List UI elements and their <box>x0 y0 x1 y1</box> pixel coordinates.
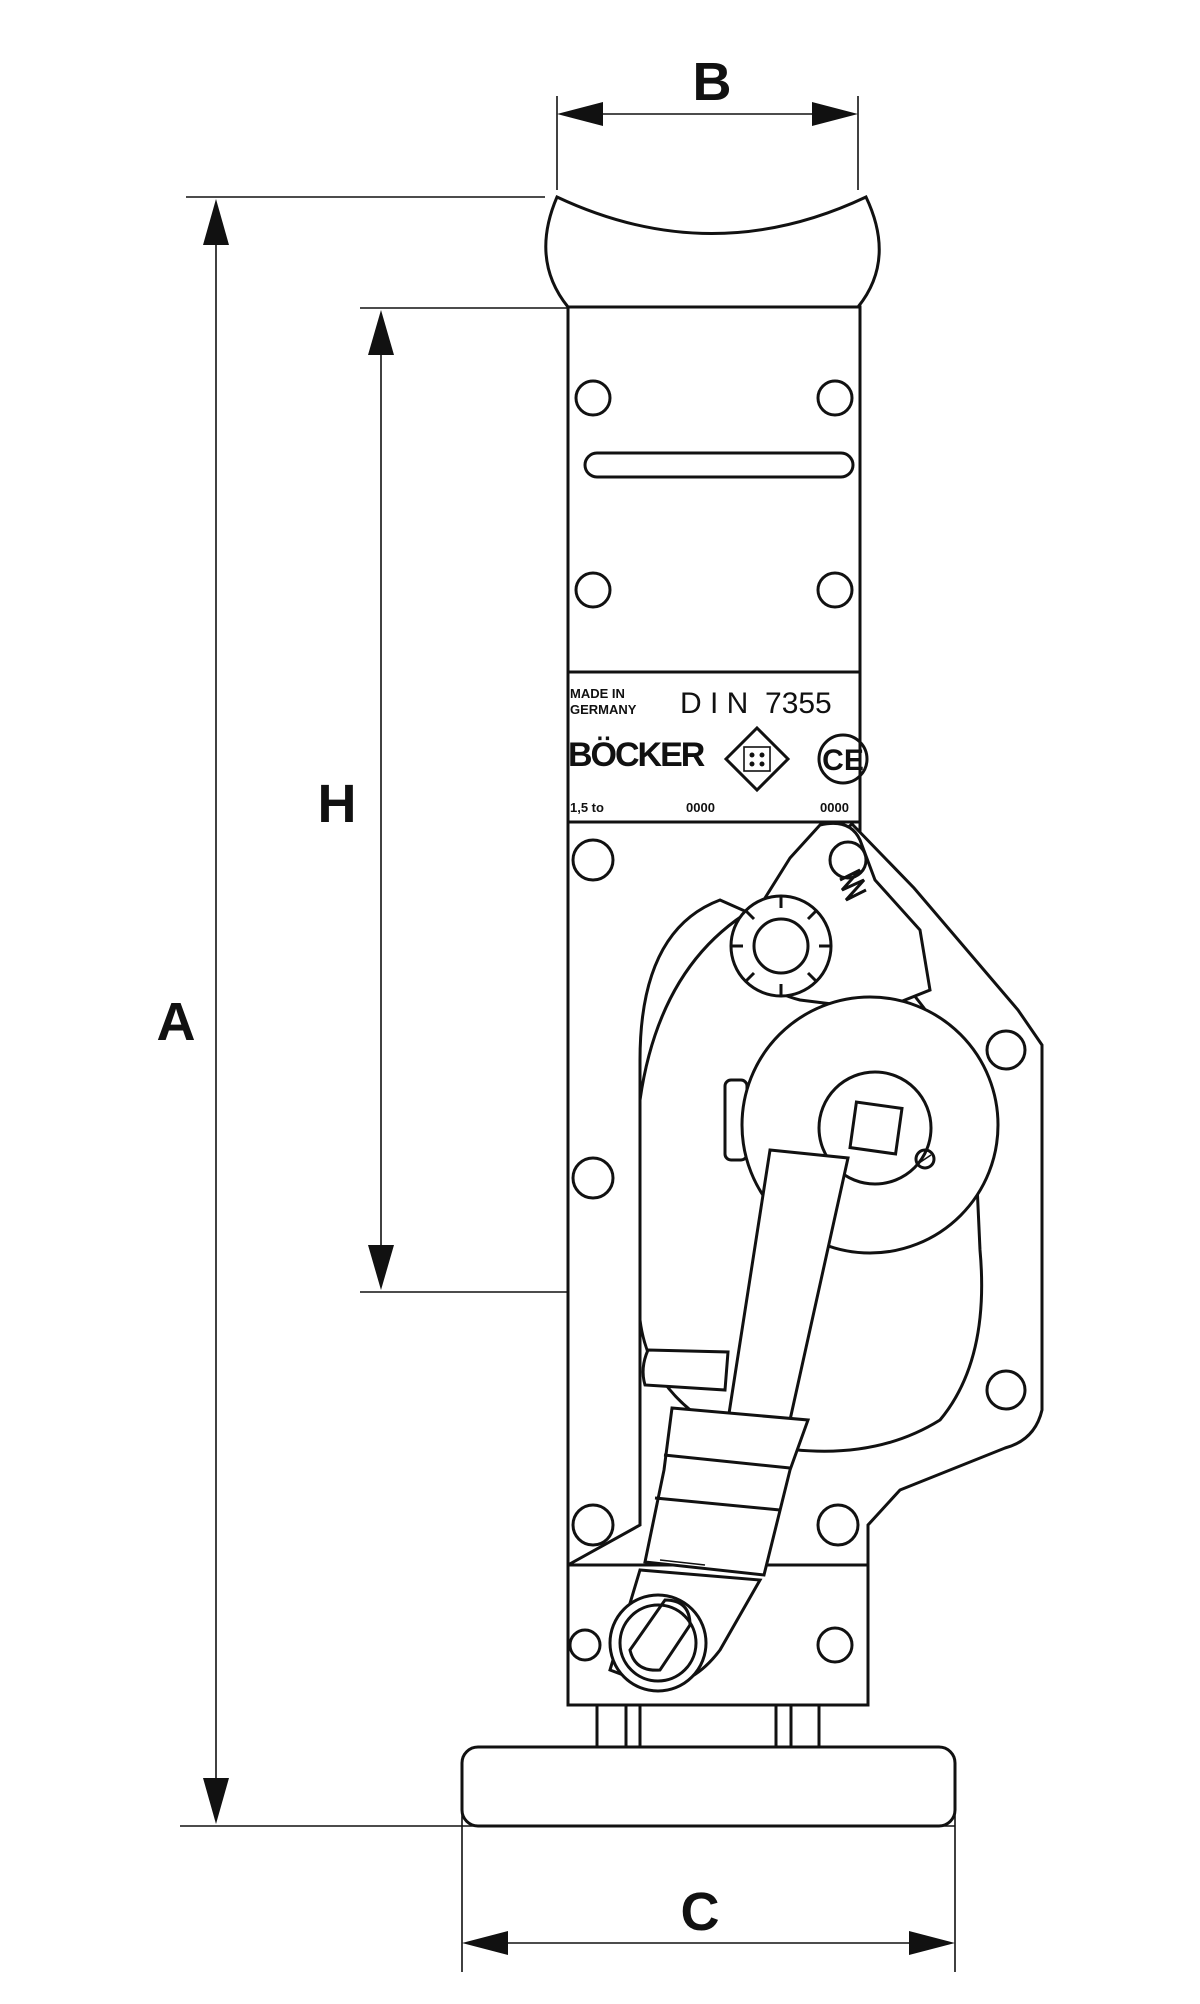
saddle-head <box>544 194 881 309</box>
nameplate-origin-line1: MADE IN <box>570 686 625 701</box>
nameplate-frame <box>566 670 862 824</box>
arrow-right-c <box>909 1931 955 1955</box>
dimension-label-h: H <box>318 774 357 834</box>
arrow-right-b <box>812 102 858 126</box>
dimension-b: B <box>556 52 859 190</box>
crank-handle-sleeve <box>643 1406 811 1577</box>
ce-mark-icon: CE <box>817 733 869 785</box>
arrow-left-b <box>557 102 603 126</box>
inspection-badge-icon <box>723 725 791 793</box>
dimension-c: C <box>461 1790 956 1972</box>
nameplate-standard: D I N 7355 <box>680 687 832 720</box>
arrow-left-c <box>462 1931 508 1955</box>
nameplate-capacity: 1,5 to <box>570 800 604 815</box>
nameplate-brand: BÖCKER <box>568 736 705 774</box>
base-stud-right <box>774 1703 821 1749</box>
pawl-spring-housing <box>828 840 868 880</box>
nameplate-serial-2: 0000 <box>820 800 849 815</box>
handle-eye <box>608 1593 708 1693</box>
crank-tab <box>641 1348 730 1392</box>
dimension-label-c: C <box>681 1882 720 1942</box>
dimension-label-b: B <box>693 52 732 112</box>
dimension-label-a: A <box>157 992 196 1052</box>
nameplate-serial-1: 0000 <box>686 800 715 815</box>
svg-text:CE: CE <box>822 744 864 777</box>
pawl-spring-icon <box>839 868 867 902</box>
housing-bolt-top <box>985 1029 1027 1071</box>
housing-bolt-bottom <box>985 1369 1027 1411</box>
rack-lower-holes <box>568 838 860 1664</box>
pivot-teeth-icon <box>731 896 831 996</box>
gear-screw <box>914 1148 936 1170</box>
handle-grip-icon <box>628 1598 692 1672</box>
rack-slot <box>583 451 855 479</box>
nameplate: MADE IN GERMANY D I N 7355 BÖCKER CE 1,5… <box>566 670 869 824</box>
nameplate-origin-line2: GERMANY <box>570 702 637 717</box>
base-plate <box>460 1745 957 1828</box>
arrow-bottom-h <box>368 1245 394 1290</box>
arrow-top-h <box>368 310 394 355</box>
rack-upper-holes <box>574 379 854 609</box>
crank-socket <box>848 1100 904 1156</box>
arrow-bottom-a <box>203 1778 229 1824</box>
base-stud-left <box>595 1703 642 1749</box>
gear-hub <box>817 1070 933 1186</box>
arrow-top-a <box>203 199 229 245</box>
pivot-pin <box>752 917 810 975</box>
